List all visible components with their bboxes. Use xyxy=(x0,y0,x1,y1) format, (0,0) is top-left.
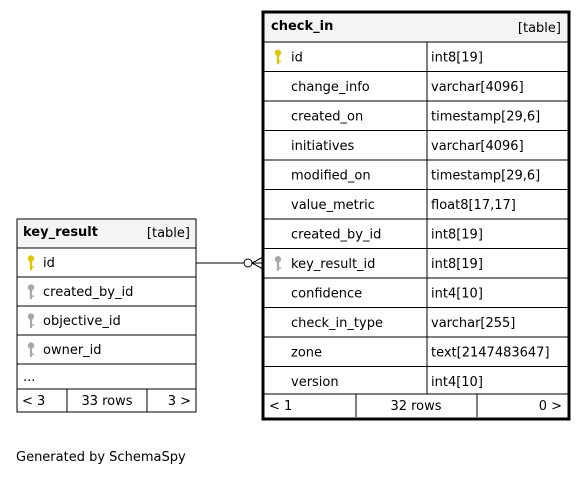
key-icon xyxy=(27,313,35,328)
key-result-name[interactable]: key_result xyxy=(23,225,98,240)
check-in-column-name[interactable]: created_by_id xyxy=(291,227,381,242)
key-result-rows: 33 rows xyxy=(81,394,132,409)
check-in-column-name[interactable]: id xyxy=(291,50,303,65)
check-in-column-name[interactable]: check_in_type xyxy=(291,316,383,331)
key-icon xyxy=(274,49,282,65)
key-result-header-bg xyxy=(17,219,196,248)
key-result-column-name[interactable]: ... xyxy=(23,370,35,385)
check-in-column-type: int4[10] xyxy=(431,375,483,390)
check-in-column-type: varchar[4096] xyxy=(431,139,524,154)
check-in-column-name[interactable]: value_metric xyxy=(291,198,375,213)
check-in-name[interactable]: check_in xyxy=(271,19,333,34)
key-result-tag: [table] xyxy=(147,226,190,241)
check-in-column-type: int4[10] xyxy=(431,286,483,301)
key-result-column-name[interactable]: id xyxy=(43,256,55,271)
check-in-column-type: float8[17,17] xyxy=(431,198,516,213)
key-icon xyxy=(27,284,35,299)
crowfoot-lower xyxy=(251,262,264,270)
check-in-tag: [table] xyxy=(518,21,561,36)
key-result-column-name[interactable]: owner_id xyxy=(43,343,102,358)
check-in-border xyxy=(261,10,571,421)
check-in-column-type: int8[19] xyxy=(431,257,483,272)
check-in-column-name[interactable]: modified_on xyxy=(291,168,371,183)
check-in-column-type: int8[19] xyxy=(431,227,483,242)
check-in-header-bg xyxy=(263,12,569,42)
key-result-column-name[interactable]: created_by_id xyxy=(43,285,133,300)
relationship-edge[interactable] xyxy=(196,256,264,270)
key-result-parents[interactable]: < 3 xyxy=(22,394,45,409)
check-in-column-name[interactable]: confidence xyxy=(291,286,362,301)
check-in-parents[interactable]: < 1 xyxy=(269,399,292,414)
key-icon xyxy=(27,255,35,270)
footer-generated-by: Generated by SchemaSpy xyxy=(16,450,186,465)
key-result-column-name[interactable]: objective_id xyxy=(43,314,121,329)
check-in-column-type: int8[19] xyxy=(431,50,483,65)
check-in-column-type: text[2147483647] xyxy=(431,345,550,360)
check-in-column-name[interactable]: version xyxy=(291,375,339,390)
key-icon xyxy=(274,256,282,271)
check-in-rows: 32 rows xyxy=(390,399,441,414)
check-in-column-name[interactable]: zone xyxy=(291,345,322,360)
check-in-column-name[interactable]: created_on xyxy=(291,109,363,124)
crowfoot-zero-circle xyxy=(243,258,253,268)
check-in-children[interactable]: 0 > xyxy=(539,399,562,414)
table-key-result[interactable]: key_result [table] id created_by_idobject… xyxy=(16,218,197,413)
key-icon xyxy=(27,342,35,357)
key-result-children[interactable]: 3 > xyxy=(168,394,191,409)
crowfoot-upper xyxy=(251,256,264,264)
check-in-column-type: timestamp[29,6] xyxy=(431,168,540,183)
check-in-column-name[interactable]: initiatives xyxy=(291,139,355,154)
check-in-column-name[interactable]: change_info xyxy=(291,80,370,95)
check-in-column-type: varchar[255] xyxy=(431,316,515,331)
check-in-column-type: timestamp[29,6] xyxy=(431,109,540,124)
check-in-column-type: varchar[4096] xyxy=(431,80,524,95)
check-in-column-name[interactable]: key_result_id xyxy=(291,257,375,272)
